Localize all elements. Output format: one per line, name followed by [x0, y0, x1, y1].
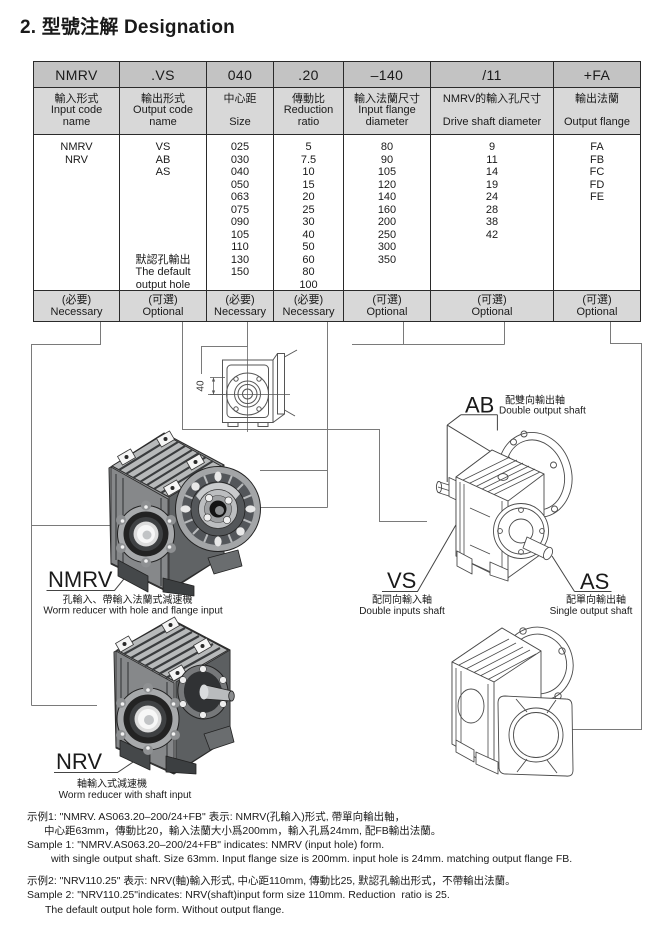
svg-text:配單向輸出軸: 配單向輸出軸 — [566, 593, 626, 606]
svg-text:Double inputs shaft: Double inputs shaft — [359, 606, 445, 617]
svg-text:AS: AS — [580, 569, 609, 594]
svg-text:NRV: NRV — [56, 749, 102, 774]
svg-text:Worm reducer with hole and fla: Worm reducer with hole and flange input — [43, 606, 223, 617]
svg-text:NMRV: NMRV — [48, 567, 113, 592]
svg-text:孔輸入、帶輸入法蘭式減速機: 孔輸入、帶輸入法蘭式減速機 — [63, 593, 193, 606]
svg-text:Double output shaft: Double output shaft — [499, 406, 586, 417]
svg-text:配雙向輸出軸: 配雙向輸出軸 — [505, 394, 565, 407]
svg-text:Single output shaft: Single output shaft — [550, 606, 633, 617]
svg-text:AB: AB — [465, 393, 494, 418]
svg-text:VS: VS — [387, 568, 416, 593]
svg-text:40: 40 — [196, 380, 207, 392]
svg-text:配同向輸入軸: 配同向輸入軸 — [372, 593, 432, 606]
svg-text:軸輸入式減速機: 軸輸入式減速機 — [77, 777, 147, 790]
svg-text:Worm reducer with shaft input: Worm reducer with shaft input — [59, 790, 192, 801]
